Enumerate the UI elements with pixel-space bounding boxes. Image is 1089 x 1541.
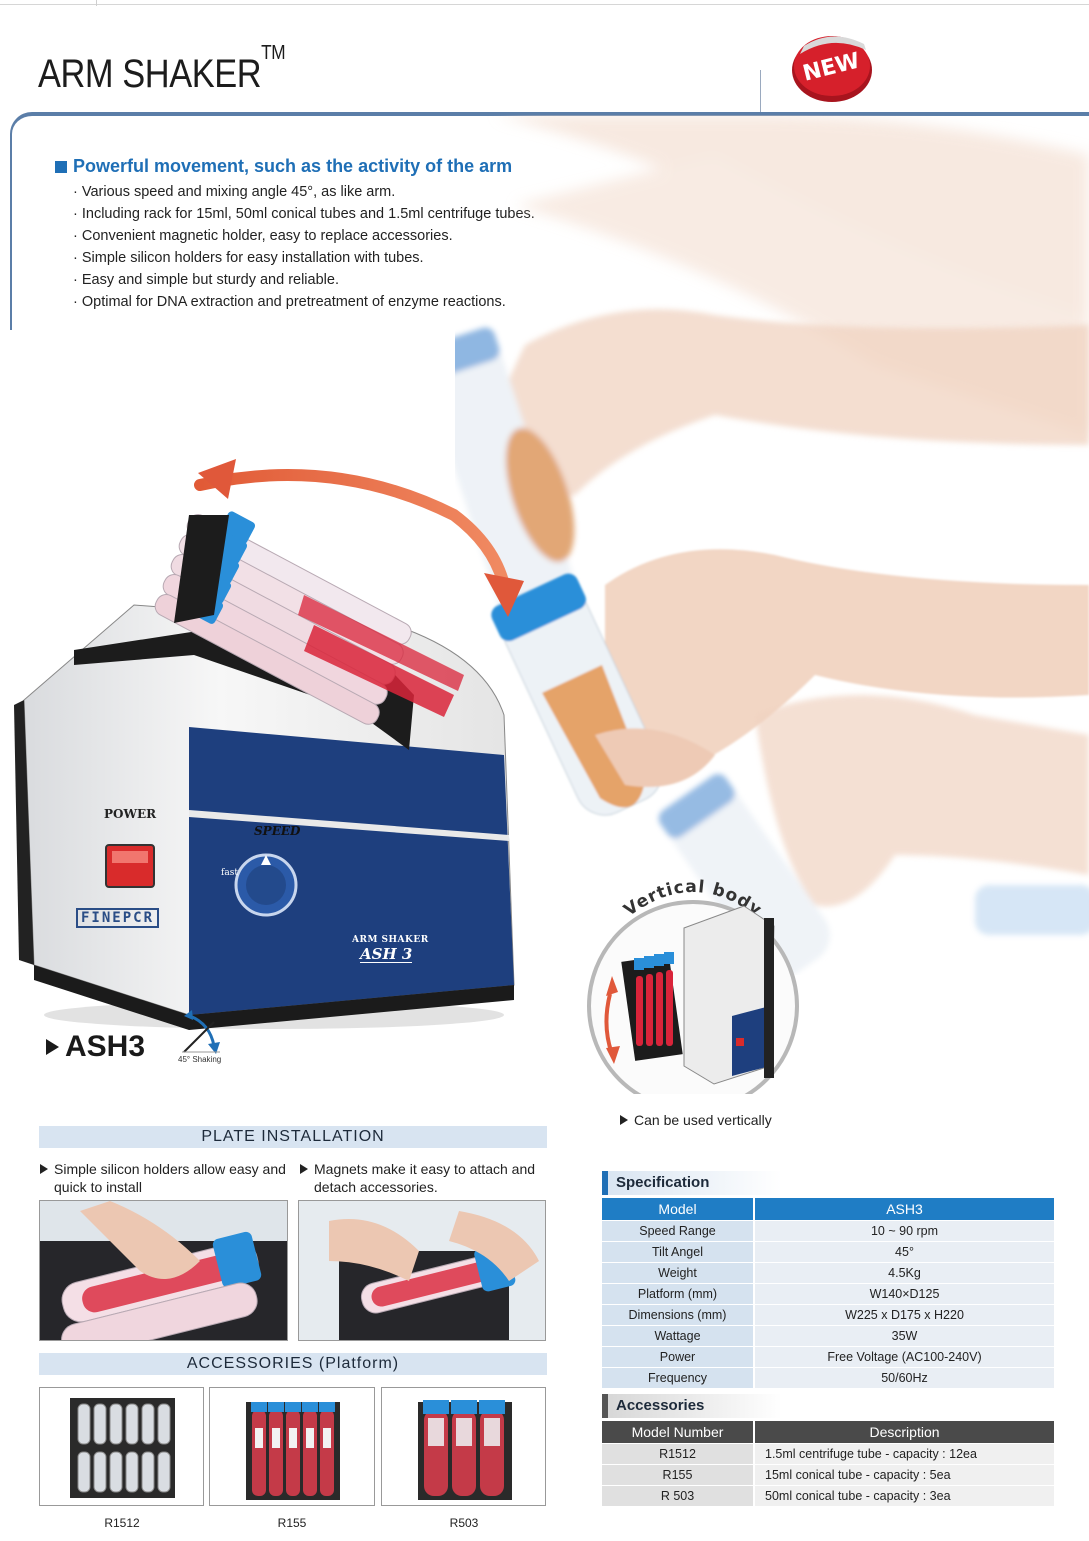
- accessories-platform-heading: ACCESSORIES (Platform): [39, 1353, 547, 1375]
- shaking-angle-icon: [182, 1010, 220, 1054]
- table-cell: Speed Range: [602, 1220, 754, 1242]
- table-cell: Tilt Angel: [602, 1241, 754, 1263]
- table-cell: R1512: [602, 1443, 754, 1465]
- accessory-caption-r155: R155: [277, 1516, 307, 1530]
- table-cell: 45°: [753, 1241, 1054, 1263]
- table-cell: Power: [602, 1346, 754, 1368]
- table-cell: 35W: [753, 1325, 1054, 1347]
- list-item: Convenient magnetic holder, easy to repl…: [73, 225, 575, 247]
- vertical-caption: Can be used vertically: [620, 1112, 772, 1128]
- triangle-right-icon: [46, 1039, 59, 1055]
- table-cell: 1.5ml centrifuge tube - capacity : 12ea: [753, 1443, 1054, 1465]
- power-label: POWER: [104, 807, 157, 821]
- shaking-label: 45° Shaking: [178, 1055, 222, 1064]
- table-cell: 50ml conical tube - capacity : 3ea: [753, 1485, 1054, 1507]
- table-cell: Free Voltage (AC100-240V): [753, 1346, 1054, 1368]
- feature-section: Powerful movement, such as the activity …: [55, 156, 575, 313]
- table-cell: Weight: [602, 1262, 754, 1284]
- table-cell: 15ml conical tube - capacity : 5ea: [753, 1464, 1054, 1486]
- table-cell: W140×D125: [753, 1283, 1054, 1305]
- plate-note-silicon: Simple silicon holders allow easy and qu…: [40, 1160, 290, 1196]
- feature-title: Powerful movement, such as the activity …: [55, 156, 575, 177]
- specification-heading: Specification: [602, 1171, 782, 1195]
- table-row: Model ASH3: [602, 1198, 1054, 1221]
- table-cell: Wattage: [602, 1325, 754, 1347]
- arm-shaker-device-image: [14, 459, 524, 1030]
- table-header-cell: Model Number: [602, 1421, 754, 1444]
- table-cell: R155: [602, 1464, 754, 1486]
- vertical-body-image: Vertical body: [587, 877, 799, 1094]
- accessories-heading: Accessories: [602, 1394, 782, 1418]
- table-row: Dimensions (mm)W225 x D175 x H220: [602, 1304, 1054, 1326]
- plate-photo-silicon: [39, 1200, 288, 1341]
- list-item: Including rack for 15ml, 50ml conical tu…: [73, 203, 575, 225]
- table-header-cell: Model: [602, 1198, 754, 1221]
- accessory-photo-r503: [381, 1387, 546, 1506]
- list-item: Various speed and mixing angle 45°, as l…: [73, 181, 575, 203]
- speed-label: SPEED: [254, 824, 301, 838]
- plate-photo-magnets: [298, 1200, 546, 1341]
- table-cell: Frequency: [602, 1367, 754, 1389]
- square-bullet-icon: [55, 160, 67, 173]
- accessory-photo-r155: [209, 1387, 375, 1506]
- plate-installation-heading: PLATE INSTALLATION: [39, 1126, 547, 1148]
- table-cell: Dimensions (mm): [602, 1304, 754, 1326]
- header-frame: [10, 112, 1089, 330]
- list-item: Optimal for DNA extraction and pretreatm…: [73, 291, 575, 313]
- triangle-right-icon: [300, 1164, 308, 1174]
- top-rule: [0, 4, 1089, 5]
- product-plate-top: ARM SHAKER: [352, 935, 429, 945]
- fast-label: fast: [221, 868, 238, 878]
- plate-note-magnets: Magnets make it easy to attach and detac…: [300, 1160, 550, 1196]
- table-header-cell: ASH3: [753, 1198, 1054, 1221]
- product-plate-model: ASH 3: [360, 945, 413, 963]
- model-label: ASH3: [46, 1030, 145, 1064]
- new-badge-icon: NEW: [792, 36, 872, 102]
- table-row: Model Number Description: [602, 1421, 1054, 1444]
- table-cell: 4.5Kg: [753, 1262, 1054, 1284]
- feature-list: Various speed and mixing angle 45°, as l…: [55, 181, 575, 313]
- triangle-right-icon: [40, 1164, 48, 1174]
- table-cell: W225 x D175 x H220: [753, 1304, 1054, 1326]
- accessory-caption-r1512: R1512: [104, 1516, 140, 1530]
- table-cell: Platform (mm): [602, 1283, 754, 1305]
- list-item: Simple silicon holders for easy installa…: [73, 247, 575, 269]
- header-divider: [760, 70, 761, 112]
- table-row: Platform (mm)W140×D125: [602, 1283, 1054, 1305]
- accessory-photo-r1512: [39, 1387, 204, 1506]
- list-item: Easy and simple but sturdy and reliable.: [73, 269, 575, 291]
- table-header-cell: Description: [753, 1421, 1054, 1444]
- brand-logo: FINEPCR: [76, 908, 160, 928]
- table-cell: 10 ~ 90 rpm: [753, 1220, 1054, 1242]
- top-rule-mark: [96, 0, 97, 6]
- table-cell: R 503: [602, 1485, 754, 1507]
- hands-shaking-tubes-image: [455, 115, 1089, 975]
- accessory-caption-r503: R503: [449, 1516, 479, 1530]
- page-title: ARM SHAKERTM: [38, 41, 286, 96]
- triangle-right-icon: [620, 1115, 628, 1125]
- table-cell: 50/60Hz: [753, 1367, 1054, 1389]
